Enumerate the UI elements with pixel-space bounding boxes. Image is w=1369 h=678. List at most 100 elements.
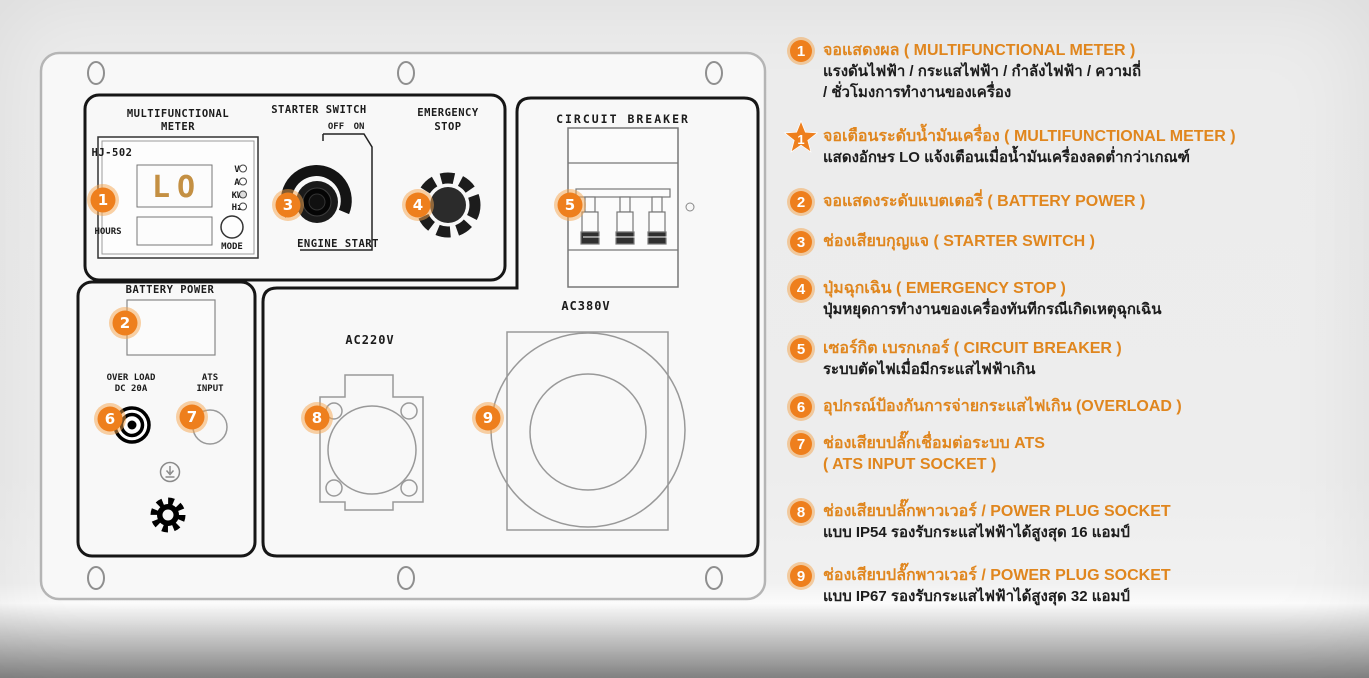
group-box-meter-starter-emergency xyxy=(83,93,507,282)
legend-subtitle: ระบบตัดไฟเมื่อมีกระแสไฟฟ้าเกิน xyxy=(823,361,1036,378)
starter-on-label: ON xyxy=(354,122,365,132)
starter-switch: STARTER SWITCH OFF ON ENGINE START xyxy=(271,104,379,251)
led-label-v: V xyxy=(234,165,240,175)
ac220v-corner-holes xyxy=(325,402,418,497)
screw-hole xyxy=(397,566,415,590)
meter-title-line2: METER xyxy=(161,121,195,133)
breaker-pole-body xyxy=(581,211,599,233)
ats-label-line2: INPUT xyxy=(196,384,224,394)
ground-circle xyxy=(159,461,181,483)
ac220v-ring xyxy=(327,405,417,495)
gear-knob xyxy=(150,497,186,533)
legend-item-5: 5 เซอร์กิต เบรกเกอร์ ( CIRCUIT BREAKER )… xyxy=(790,338,1122,380)
breaker-pole-base xyxy=(615,231,635,245)
legend-item-1: 1 จอแสดงผล ( MULTIFUNCTIONAL METER ) แรง… xyxy=(790,40,1141,103)
legend-item-8: 8 ช่องเสียบปลั๊กพาวเวอร์ / POWER PLUG SO… xyxy=(790,501,1171,543)
legend-title: ช่องเสียบปลั๊กพาวเวอร์ / POWER PLUG SOCK… xyxy=(823,503,1171,520)
ac220v-plate xyxy=(319,374,424,511)
legend-title: ช่องเสียบกุญแจ ( STARTER SWITCH ) xyxy=(823,233,1095,250)
legend-item-7: 7 ช่องเสียบปลั๊กเชื่อมต่อระบบ ATS ( ATS … xyxy=(790,433,1045,475)
ac380v-label: AC380V xyxy=(561,299,610,313)
mode-label: MODE xyxy=(221,242,243,252)
emergency-title-line1: EMERGENCY xyxy=(417,107,479,119)
mode-button xyxy=(220,215,244,239)
breaker-pole-base xyxy=(647,231,667,245)
legend-item-2: 2 จอแสดงระดับแบตเตอรี่ ( BATTERY POWER ) xyxy=(790,191,1145,213)
breaker-pole-stem xyxy=(651,196,663,213)
legend-title: ปุ่มฉุกเฉิน ( EMERGENCY STOP ) xyxy=(823,280,1066,297)
svg-text:2: 2 xyxy=(120,314,130,332)
legend-badge-9: 9 xyxy=(790,565,812,587)
legend-badge-2: 2 xyxy=(790,191,812,213)
badge-2: 2 xyxy=(109,307,141,339)
gear-teeth xyxy=(150,497,186,533)
starter-off-label: OFF xyxy=(328,122,344,132)
svg-text:3: 3 xyxy=(283,196,293,214)
battery-display xyxy=(126,299,216,356)
legend-item-4: 4 ปุ่มฉุกเฉิน ( EMERGENCY STOP ) ปุ่มหยุ… xyxy=(790,278,1162,320)
legend-subtitle: แสดงอักษร LO แจ้งเตือนเมื่อน้ำมันเครื่อง… xyxy=(823,149,1190,166)
svg-text:8: 8 xyxy=(312,409,322,427)
ac220v-hole xyxy=(325,479,343,497)
led-label-kw: KW xyxy=(232,191,243,201)
legend-subtitle: / ชั่วโมงการทำงานของเครื่อง xyxy=(823,84,1012,101)
multifunctional-meter: MULTIFUNCTIONAL METER HJ-502 LO V A KW H… xyxy=(92,108,259,259)
legend-title-line2: ( ATS INPUT SOCKET ) xyxy=(823,456,997,473)
ac380v-plate xyxy=(506,331,669,531)
legend-item-oil-warning: 1 จอเตือนระดับน้ำมันเครื่อง ( MULTIFUNCT… xyxy=(783,120,1236,168)
legend-badge-6: 6 xyxy=(790,396,812,418)
meter-model: HJ-502 xyxy=(92,147,133,159)
starter-title: STARTER SWITCH xyxy=(271,104,367,116)
breaker-pole-base xyxy=(580,231,600,245)
led-a xyxy=(239,177,247,186)
svg-text:4: 4 xyxy=(413,196,423,214)
svg-text:9: 9 xyxy=(483,409,493,427)
emergency-button xyxy=(430,187,466,223)
badge-7: 7 xyxy=(176,401,208,433)
legend-badge-5: 5 xyxy=(790,338,812,360)
emergency-title-line2: STOP xyxy=(434,121,461,133)
badge-1: 1 xyxy=(87,184,119,216)
ground-symbol xyxy=(159,461,181,483)
badge-6: 6 xyxy=(94,403,126,435)
overload-center xyxy=(127,420,137,430)
legend-title: ช่องเสียบปลั๊กพาวเวอร์ / POWER PLUG SOCK… xyxy=(823,567,1171,584)
engine-start-label: ENGINE START xyxy=(297,238,379,250)
breaker-pole-stem xyxy=(619,196,631,213)
legend-badge-3: 3 xyxy=(790,231,812,253)
group-box-breaker-sockets xyxy=(261,96,760,558)
star-badge-icon: 1 xyxy=(783,120,819,154)
screw-hole xyxy=(87,566,105,590)
legend-subtitle: แรงดันไฟฟ้า / กระแสไฟฟ้า / กำลังไฟฟ้า / … xyxy=(823,63,1142,80)
legend-badge-7: 7 xyxy=(790,433,812,455)
hours-label: HOURS xyxy=(94,227,121,237)
legend-subtitle: แบบ IP67 รองรับกระแสไฟฟ้าได้สูงสุด 32 แอ… xyxy=(823,588,1130,605)
badge-8: 8 xyxy=(301,402,333,434)
gear-center-hole xyxy=(162,509,174,521)
svg-text:6: 6 xyxy=(105,410,115,428)
screw-holes xyxy=(87,61,723,590)
badge-5: 5 xyxy=(554,189,586,221)
ac380v-inner-ring xyxy=(529,373,647,491)
ac220v-label: AC220V xyxy=(345,333,394,347)
group-box-battery xyxy=(76,280,257,558)
breaker-pole-stem xyxy=(584,196,596,213)
legend-item-6: 6 อุปกรณ์ป้องกันการจ่ายกระแสไฟเกิน (OVER… xyxy=(790,396,1182,418)
breaker-indicator-hole xyxy=(685,202,695,212)
led-v xyxy=(239,164,247,173)
legend-badge-1: 1 xyxy=(790,40,812,62)
badge-4: 4 xyxy=(402,189,434,221)
legend-title: ช่องเสียบปลั๊กเชื่อมต่อระบบ ATS xyxy=(823,435,1045,452)
battery-title: BATTERY POWER xyxy=(126,284,215,296)
screw-hole xyxy=(87,61,105,85)
led-kw xyxy=(239,190,247,199)
led-hz xyxy=(239,202,247,211)
legend-title: อุปกรณ์ป้องกันการจ่ายกระแสไฟเกิน (OVERLO… xyxy=(823,398,1182,415)
legend-title: จอเตือนระดับน้ำมันเครื่อง ( MULTIFUNCTIO… xyxy=(823,128,1236,145)
meter-lcd-value: LO xyxy=(152,170,202,205)
legend-title: เซอร์กิต เบรกเกอร์ ( CIRCUIT BREAKER ) xyxy=(823,340,1122,357)
ac220v-socket: AC220V xyxy=(319,333,424,511)
legend-badge-8: 8 xyxy=(790,501,812,523)
diagram-badges: 1 2 3 4 5 6 7 8 xyxy=(87,184,586,435)
hours-display xyxy=(136,216,213,246)
